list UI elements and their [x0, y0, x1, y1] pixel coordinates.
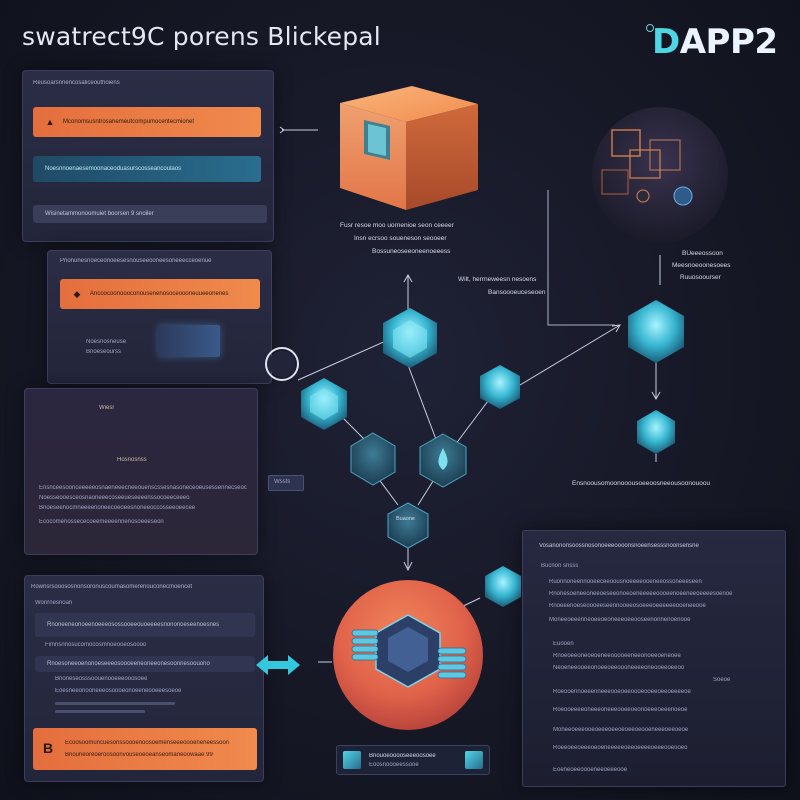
mid-caption: Wilt, herrneweesn nesoens — [458, 276, 537, 283]
code-line: Roeooeeeeoneeeoneeeooeeoeonoeeeoeeenoeoe — [553, 707, 688, 713]
footer-label: Ecoosoomuncuesonssoooenoosoemenseeeoooen… — [65, 740, 230, 746]
footer-bar[interactable]: B Ecoosoomuncuesonssoooenoosoemenseeeooo… — [33, 728, 257, 770]
page-title: swatrect9C porens Blickepal — [22, 22, 381, 51]
bidirectional-arrow — [256, 655, 300, 675]
app-logo[interactable]: DAPP2 — [652, 22, 778, 62]
list-item[interactable]: Rnoneeneonoeenoeeeosossooeeouoeeeesnonon… — [35, 613, 255, 637]
footer-label: Bnouneoreoeroosoonvouseoeoeanseomaneoowa… — [65, 752, 213, 758]
code-line: Rnonesoeneeoneeoeseeonoeoeneeeeeoooeenoe… — [549, 591, 733, 597]
menu-bar-primary[interactable]: ▲ Mconomsusntrosanemeutcompumocentecmion… — [33, 107, 261, 137]
sub-label: Noesnosneuse — [86, 339, 127, 345]
cube-caption: Insn ecrsoo soueneson seooeer — [354, 235, 447, 242]
code-footer: Eoeneoeeoooeneeoeeeooe — [553, 767, 628, 773]
hex-node-mid-right — [419, 433, 467, 488]
logo-dot-icon — [646, 24, 654, 32]
right-caption: Ruuosoourser — [680, 274, 721, 281]
panel-info: Wiesr Hosnosnss Ensnceesoonceeeeeosnaene… — [24, 388, 258, 555]
code-sub: Bucnon snsss — [541, 563, 579, 569]
panel-title: Pnonunesnoeceonoeesesnouseeooneesoneeecc… — [60, 258, 212, 264]
code-line: Roeeoeeoeeeoeoeneeeeeoeeoeeeeoeeeooeooeo — [553, 745, 688, 751]
list-item[interactable]: Rnoesoneeoenonoeseeeosoooeeneoneeonesoon… — [35, 656, 255, 672]
code-side: Soeoe — [713, 677, 731, 683]
bar-label: Noesnnoenaesemoonaceoduasurscosseancoula… — [45, 166, 182, 172]
mid-caption: Bansoooeuceseoen — [488, 289, 546, 296]
placeholder-line — [55, 710, 145, 713]
chip-label: Bnouoeooooseeeoosoee — [369, 753, 436, 759]
orange-cube — [340, 86, 478, 210]
code-line: Neoeneeooeeonoeeoeeoooneeeeoneooeeoeeoo — [553, 665, 685, 671]
info-line: Ecocomenossececoeemeeeennenosoeeeseon — [39, 519, 164, 525]
orange-orb — [333, 580, 483, 730]
list-item-text: Bnoneseosssoouenooeeeooosoee — [55, 676, 148, 682]
menu-bar-tertiary[interactable]: Wisinetammonoomuiet boorsen 9 snoiler — [33, 205, 267, 223]
b-letter-icon: B — [43, 740, 54, 756]
code-title: Vosanononsoossnosonoeeeoooonsnoeensesssn… — [539, 543, 699, 549]
cube-caption: Fusr resoe moo uornenioe seon ceeeer — [340, 222, 454, 229]
list-item-label: Rnoesoneeoenonoeseeeosoooeeneoneeonesoon… — [47, 661, 210, 667]
code-panel: Vosanononsoossnosonoeeeoooonsnoeensesssn… — [522, 530, 786, 787]
dark-orb-node — [592, 107, 728, 243]
logo-prefix: D — [652, 22, 680, 62]
code-line: Roeooennoeeenneeeooeoeeoooeooeeoeeoeeeeo… — [553, 689, 691, 695]
sub-label: Bnoeseourss — [86, 349, 122, 355]
info-line: Bnoeseenocmneeeenoneecoeoeesnoneeoccosse… — [39, 505, 196, 511]
hex-node-bottom — [387, 502, 429, 549]
cube-caption: Bossuneoseeoneenoeeess — [372, 248, 451, 255]
code-line: Rnoeeenoeseoooeeseennooeeosoeeeoeeeeeeoo… — [549, 603, 706, 609]
list-item-text: Fimnsnnosucomocosmnoeooeosoooo — [45, 642, 147, 648]
flame-icon: ▲ — [45, 117, 55, 127]
code-side: Euooen — [553, 641, 574, 647]
hex-node-mid-left — [350, 432, 396, 486]
panel-subtitle: Wonrnesnoan — [35, 600, 73, 606]
right-bottom-caption: Ensnoousomoonooousoeeoosneeousoonouoou — [572, 480, 711, 487]
ring-marker — [265, 347, 299, 381]
code-line: Moneeoeeenneoeeoeoneeeoeeooseenonnenoeno… — [549, 617, 691, 623]
action-bar[interactable]: ◆ Ancoocoonoooconousenenosoceoooneuueeon… — [60, 279, 260, 309]
right-caption: BUeeeossoon — [682, 250, 723, 257]
list-item-text: Eoesneeonooneeeosoooeonoeeneooeeesoeoe — [55, 688, 182, 694]
code-line: Ruonnoneennooeeceeoousnoeeeeooeneeossone… — [549, 579, 702, 585]
panel-bottom-left: Rownsrsooososnonsoronuscoumasomerenoucon… — [24, 575, 264, 782]
code-line: Moneeoeeeooeoeeeoeeoeoeeoeooeneeeoeeoeoe — [553, 727, 689, 733]
menu-bar-secondary[interactable]: Noesnnoenaesemoonaceoduasurscosseancoula… — [33, 156, 261, 182]
center-small-label: Buaone — [396, 516, 415, 522]
panel-title: Rownsrsooososnonsoronuscoumasomerenoucon… — [31, 584, 193, 590]
cube-icon: ◆ — [73, 289, 81, 299]
bottom-chip[interactable]: Bnouoeooooseeeoosoee Eoosnoooeessooe — [336, 745, 490, 775]
panel-mid-left: Pnonunesnoeceonoeesesnouseeooneesoneeecc… — [47, 250, 272, 384]
chip-icon — [343, 751, 361, 769]
panel-title: Reusoarsnnencosaliceouthoiens — [33, 80, 120, 86]
info-sub: Hosnosnss — [117, 457, 147, 463]
bar-label: Mconomsusntrosanemeutcompumocentecmionet — [63, 119, 195, 125]
hex-node-right-top — [628, 300, 684, 363]
hex-node-top — [383, 308, 437, 368]
hex-node-right — [480, 365, 520, 409]
info-line: Noesseooesceosnaoneeecoseeueseeeenssocoe… — [39, 495, 190, 501]
bar-label: Ancoocoonoooconousenenosoceoooneuueeonen… — [90, 291, 229, 297]
right-caption: Meesnoeoonesoees — [672, 262, 731, 269]
bar-label: Wisinetammonoomuiet boorsen 9 snoiler — [45, 211, 154, 217]
list-item-label: Rnoneeneonoeenoeeeosossooeeouoeeeesnonon… — [47, 622, 220, 628]
status-badge[interactable]: Wssts — [268, 475, 304, 491]
hex-node-right-bottom — [637, 410, 675, 454]
panel-top-left: Reusoarsnnencosaliceouthoiens ▲ Mconomsu… — [22, 70, 274, 242]
chip-accent — [465, 751, 483, 769]
placeholder-line — [55, 702, 175, 705]
hex-node-small — [485, 566, 521, 607]
chip-sub: Eoosnoooeessooe — [369, 762, 419, 768]
code-line: Rnoeoeeoneoeoeneeooooeeneeonoeeoeneoee — [553, 653, 681, 659]
preview-thumbnail — [158, 325, 220, 357]
info-heading: Wiesr — [99, 405, 115, 411]
info-line: Ensnceesoonceeeeeosnaeneeecneeouenscsses… — [39, 485, 247, 491]
logo-text: APP2 — [679, 22, 778, 62]
hex-node-left — [301, 378, 347, 430]
